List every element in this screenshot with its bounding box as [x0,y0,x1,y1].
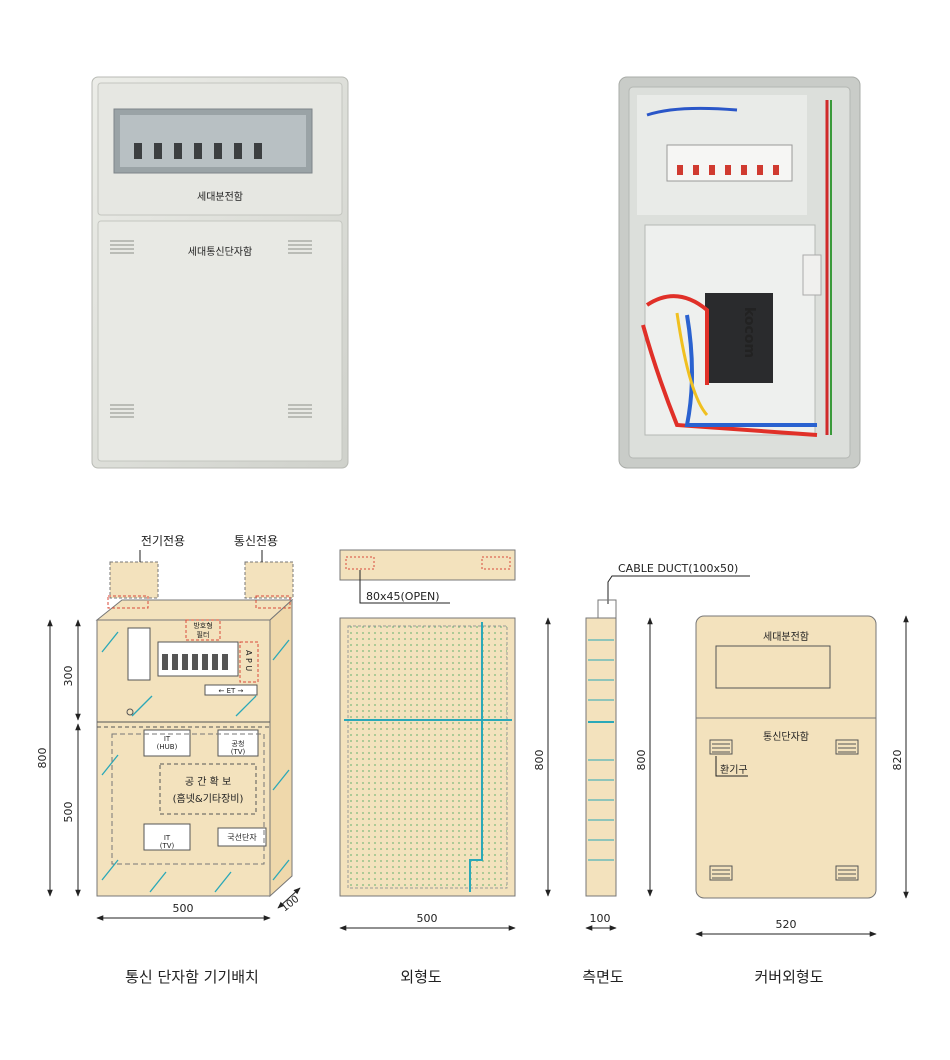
caption-equipment-layout: 통신 단자함 기기배치 [125,968,259,986]
cable-duct-label: CABLE DUCT(100x50) [618,562,738,575]
side-dim-100: 100 [590,912,611,925]
cover-top-panel-label: 세대분전함 [763,631,809,643]
cover-dim-820: 820 [891,750,904,771]
cover-outline-drawing: 세대분전함 통신단자함 환기구 820 520 [695,615,909,937]
dim-300: 300 [62,666,75,687]
aerial-tv-label: 공청(TV) [231,740,246,756]
filter-label-2: 필터 [197,630,210,639]
equipment-layout-drawing: 전기전용 통신전용 방호형 [36,534,302,921]
apu-label: A P U [244,650,253,671]
cover-dim-520: 520 [776,918,797,931]
caption-cover-outline: 커버외형도 [754,968,824,986]
space-reserved-line2: (홈넷&기타장비) [173,792,244,805]
et-label: ← ET → [219,687,244,695]
closed-cabinet-top-label: 세대분전함 [197,191,243,203]
dim-500-vertical: 500 [62,802,75,823]
caption-outline: 외형도 [400,968,442,986]
open-cabinet-photo: kocom [618,76,861,469]
open-cabinet-brand: kocom [741,307,757,358]
cover-bottom-panel-label: 통신단자함 [763,731,809,743]
caption-side-view: 측면도 [582,968,624,986]
it-hub-label: IT(HUB) [157,735,178,751]
technical-drawings: 전기전용 통신전용 방호형 [36,534,909,937]
cover-vent-grilles [709,739,859,881]
it-hub-line: IT(HUB) [157,735,178,751]
filter-label-1: 방호형 [193,621,212,630]
side-view-drawing: CABLE DUCT(100x50) 800 100 [585,562,750,931]
side-dim-800: 800 [635,750,648,771]
opening-label: 80x45(OPEN) [366,590,440,603]
label-electric-only: 전기전용 [141,534,185,548]
outline-dim-800: 800 [533,750,546,771]
closed-cabinet-bottom-label: 세대통신단자함 [188,246,252,258]
label-comm-only: 통신전용 [234,534,278,548]
closed-cabinet-photo: 세대분전함 세대통신단자함 [91,76,349,469]
dim-800-height: 800 [36,748,49,769]
vent-grille [110,240,312,418]
dim-100-depth: 100 [280,894,302,914]
it-tv-label: IT(TV) [160,834,175,850]
national-terminal-label: 국선단자 [227,832,257,842]
outline-dim-500: 500 [417,912,438,925]
space-reserved-line1: 공 간 확 보 [185,776,231,788]
outline-drawing: 80x45(OPEN) 800 500 [339,549,551,931]
dim-500-width: 500 [173,902,194,915]
vent-label: 환기구 [720,764,748,776]
